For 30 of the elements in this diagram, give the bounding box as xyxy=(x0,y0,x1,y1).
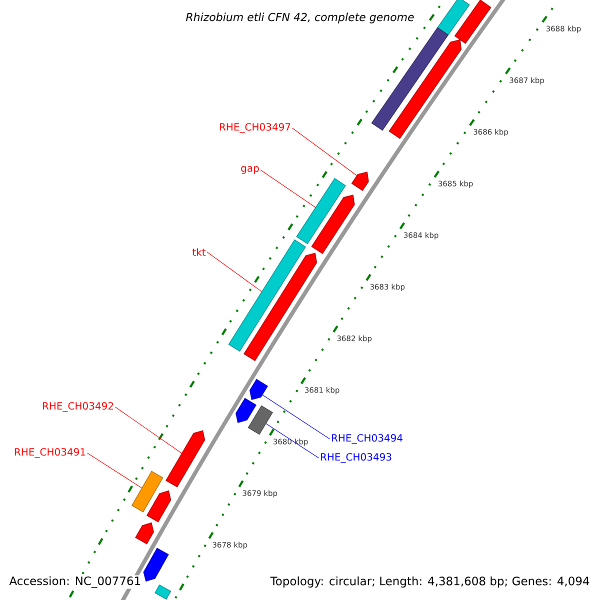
gene-feature xyxy=(351,172,369,191)
gene-feature xyxy=(236,398,256,423)
footer-text: Accession: NC_007761 xyxy=(8,575,142,589)
leader-line xyxy=(292,128,357,176)
gene-feature xyxy=(244,252,318,362)
gene-feature xyxy=(146,490,172,522)
gene-label: RHE_CH03494 xyxy=(332,434,402,444)
leader-line xyxy=(266,423,320,458)
gene-block xyxy=(454,0,492,44)
gene-feature xyxy=(388,39,462,139)
leader-line xyxy=(260,170,316,208)
gene-label: tkt xyxy=(192,248,206,256)
gene-label: RHE_CH03497 xyxy=(220,123,290,133)
gene-label: RHE_CH03493 xyxy=(320,453,392,463)
leader-line xyxy=(262,394,330,440)
title: Rhizobium etli CFN 42, complete genome xyxy=(186,12,414,24)
gene-label: RHE_CH03492 xyxy=(42,402,114,412)
gene-block xyxy=(296,178,346,244)
footer-text: Topology: circular; Length: 4,381,608 bp; Genes: 4,094 xyxy=(269,575,591,589)
gene-label: gap xyxy=(241,166,259,174)
gene-label: RHE_CH03491 xyxy=(14,448,86,458)
gene-block xyxy=(437,0,470,36)
leader-line xyxy=(114,406,182,454)
gene-block xyxy=(131,470,164,512)
gene-feature xyxy=(135,522,154,544)
leader-line xyxy=(206,252,262,292)
leader-line xyxy=(86,452,142,488)
gene-block xyxy=(228,239,306,352)
gene-feature xyxy=(166,430,206,488)
gene-feature xyxy=(143,548,169,582)
